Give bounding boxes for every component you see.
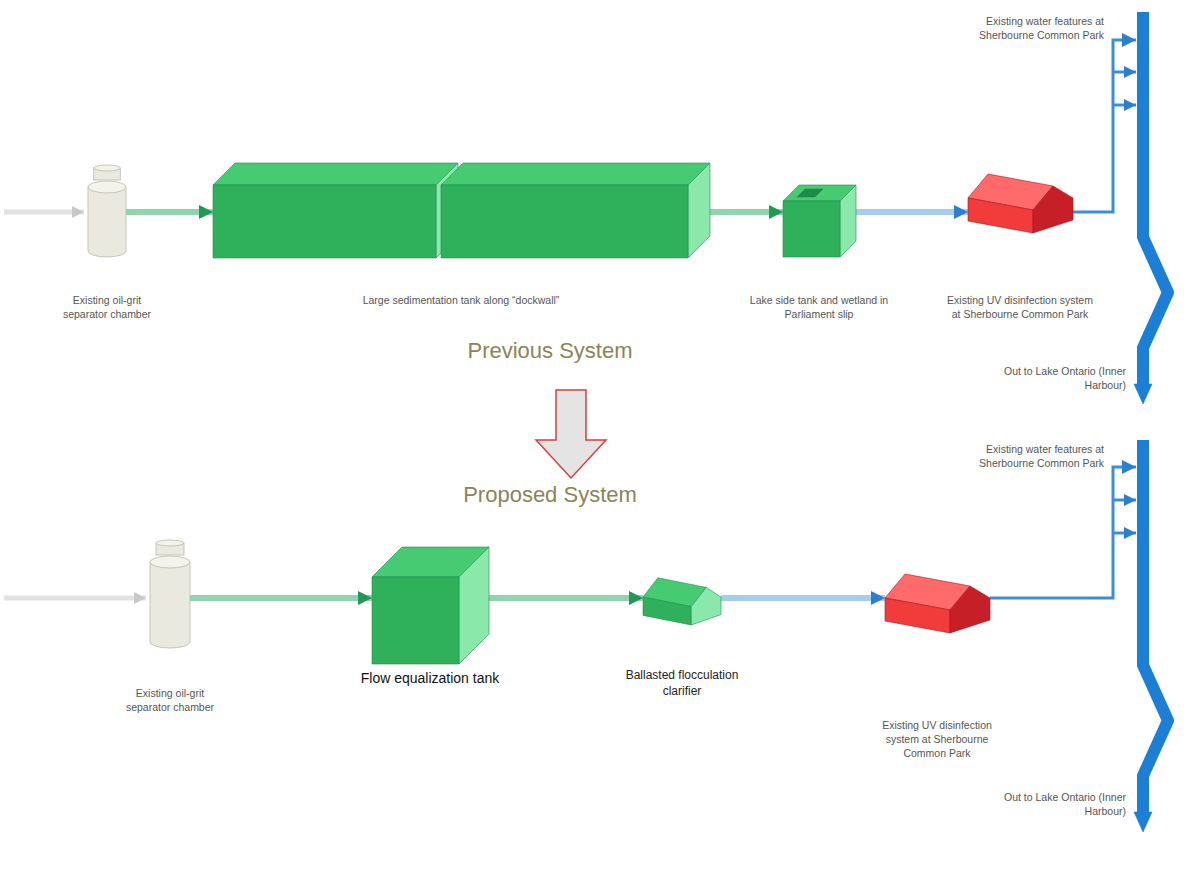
node-shape: [1136, 12, 1180, 407]
flocculation-clarifier: Ballasted flocculation clarifier: [643, 573, 721, 625]
box-side: [840, 185, 856, 257]
node-caption: Existing oil-grit separator chamber: [115, 686, 225, 714]
system-heading: Previous System: [440, 338, 660, 364]
box-top: [441, 163, 710, 185]
box-front: [213, 185, 436, 258]
box-front: [372, 577, 459, 664]
chamber-body: [150, 562, 190, 648]
branch-line: [1113, 499, 1136, 502]
node-caption: Existing oil-grit separator chamber: [52, 293, 162, 321]
transition-arrow: [536, 390, 606, 478]
pipe-band: [1143, 440, 1168, 812]
node-shape: [643, 573, 721, 625]
node-shape: [372, 547, 489, 664]
uv-disinfection: Existing UV disinfection system at Sherb…: [885, 568, 990, 633]
chamber-top: [150, 556, 190, 568]
flow-connector: [489, 595, 643, 601]
node-shape: [968, 168, 1073, 233]
node-caption: Ballasted flocculation clarifier: [607, 667, 757, 699]
wall: [968, 198, 1033, 233]
node-shape: [1136, 440, 1180, 835]
wall: [885, 598, 950, 633]
system-heading: Proposed System: [440, 482, 660, 508]
node-shape: [885, 568, 990, 633]
box-side: [688, 163, 710, 258]
separator-chamber: Existing oil-grit separator chamber: [88, 165, 126, 257]
chamber-cap-top: [94, 165, 121, 171]
box-side: [459, 547, 489, 664]
pipe-band: [1143, 12, 1168, 384]
outfall-pipe: Existing water features at Sherbourne Co…: [1136, 440, 1180, 835]
node-caption: Existing UV disinfection system at Sherb…: [945, 293, 1095, 321]
inflow-line: [4, 596, 146, 601]
sedimentation-tank: Large sedimentation tank along “dockwall…: [213, 163, 710, 258]
chamber-body: [88, 187, 126, 257]
flow-connector: [190, 595, 372, 601]
gable: [691, 587, 721, 625]
node-shape: [213, 163, 710, 258]
flow-connector: [721, 595, 885, 601]
branch-line: [1113, 532, 1136, 535]
uv-disinfection: Existing UV disinfection system at Sherb…: [968, 168, 1073, 233]
wetland-cell: [797, 189, 823, 197]
gable: [1033, 186, 1073, 233]
inflow-line: [4, 210, 84, 215]
flow-connector: [710, 209, 783, 215]
node-caption: Flow equalization tank: [360, 665, 500, 692]
lake-side-tank: Lake side tank and wetland in Parliament…: [783, 185, 856, 257]
box-front: [441, 185, 688, 258]
separator-chamber: Existing oil-grit separator chamber: [150, 540, 190, 648]
box-top: [213, 163, 458, 185]
outfall-pipe: Existing water features at Sherbourne Co…: [1136, 12, 1180, 407]
node-caption: Existing water features at Sherbourne Co…: [974, 14, 1104, 42]
gable: [950, 586, 990, 633]
branch-line: [1113, 71, 1136, 74]
node-caption: Lake side tank and wetland in Parliament…: [744, 293, 894, 321]
node-caption: Existing UV disinfection system at Sherb…: [872, 718, 1002, 761]
flow-connector: [856, 209, 968, 215]
node-caption: Existing water features at Sherbourne Co…: [974, 442, 1104, 470]
node-caption: Large sedimentation tank along “dockwall…: [331, 293, 591, 307]
chamber-cap-top: [156, 540, 184, 546]
outflow-arrow: [1134, 812, 1152, 832]
box-front: [783, 201, 840, 257]
flow-connector: [990, 467, 1136, 598]
outflow-arrow: [1134, 384, 1152, 404]
node-shape: [783, 185, 856, 257]
node-caption: Out to Lake Ontario (Inner Harbour): [996, 364, 1126, 392]
wall: [643, 597, 691, 625]
node-caption: Out to Lake Ontario (Inner Harbour): [996, 790, 1126, 818]
node-shape: [150, 540, 190, 648]
branch-line: [1113, 104, 1136, 107]
equalization-tank: Flow equalization tank: [372, 547, 489, 664]
chamber-top: [88, 181, 126, 193]
flow-connector: [1073, 40, 1136, 212]
flow-connector: [126, 209, 213, 215]
node-shape: [88, 165, 126, 257]
